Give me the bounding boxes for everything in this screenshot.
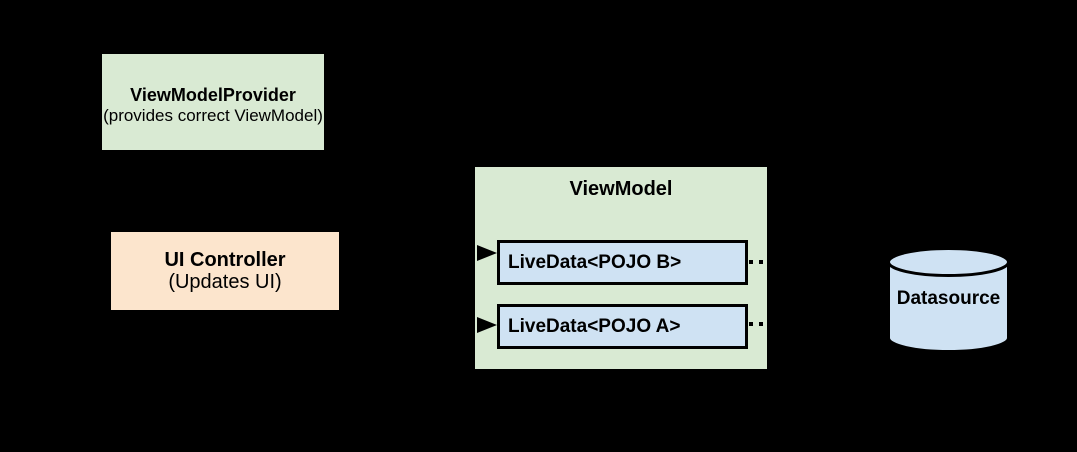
livedata-pojo-b-box: LiveData<POJO B> bbox=[497, 240, 748, 285]
livedata-pojo-b-label: LiveData<POJO B> bbox=[508, 251, 682, 273]
viewmodelprovider-title: ViewModelProvider bbox=[130, 84, 296, 105]
datasource-label: Datasource bbox=[896, 288, 1001, 309]
viewmodel-box: ViewModel LiveData<POJO B> LiveData<POJO… bbox=[475, 167, 767, 369]
livedata-pojo-a-box: LiveData<POJO A> bbox=[497, 304, 748, 349]
dash-dot-icon bbox=[749, 260, 753, 264]
viewmodelprovider-box: ViewModelProvider (provides correct View… bbox=[102, 54, 324, 150]
dash-dot-icon bbox=[759, 260, 763, 264]
ui-controller-subtitle: (Updates UI) bbox=[168, 271, 282, 293]
arrowhead-right-icon bbox=[477, 245, 497, 261]
datasource-node: Datasource bbox=[887, 247, 1010, 353]
viewmodelprovider-subtitle: (provides correct ViewModel) bbox=[103, 105, 323, 125]
arrowhead-right-icon bbox=[477, 317, 497, 333]
livedata-pojo-a-label: LiveData<POJO A> bbox=[508, 315, 681, 337]
dash-dot-icon bbox=[759, 322, 763, 326]
ui-controller-title: UI Controller bbox=[164, 249, 286, 271]
viewmodel-title: ViewModel bbox=[569, 178, 673, 200]
dash-dot-icon bbox=[749, 322, 753, 326]
database-cylinder-icon bbox=[887, 247, 1010, 353]
ui-controller-box: UI Controller (Updates UI) bbox=[111, 232, 339, 310]
